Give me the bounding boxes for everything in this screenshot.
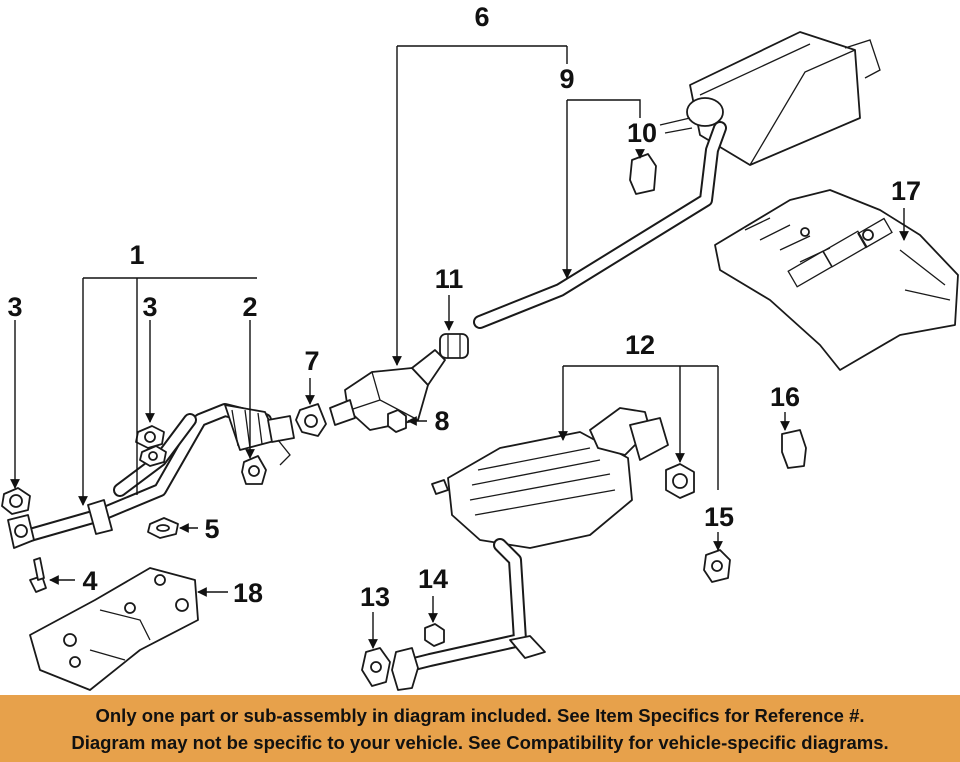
washer (147, 517, 179, 539)
nut (387, 409, 407, 433)
gasket-left (1, 487, 31, 515)
callout-4: 4 (82, 566, 97, 596)
flange-gasket (295, 403, 327, 437)
rear-muffler (659, 31, 881, 166)
disclaimer-banner: Only one part or sub-assembly in diagram… (0, 695, 960, 762)
hanger-bracket (629, 153, 657, 195)
callout-12: 12 (625, 330, 655, 360)
callout-10: 10 (627, 118, 657, 148)
callout-2: 2 (242, 292, 257, 322)
catalytic-converter (329, 349, 446, 431)
tail-pipe (391, 538, 546, 691)
callout-6: 6 (474, 2, 489, 32)
callout-15: 15 (704, 502, 734, 532)
hanger-insulator (703, 549, 731, 583)
tailpipe-gasket (361, 647, 391, 687)
pipe-clamp (439, 333, 469, 359)
bolt (29, 557, 47, 593)
callout-16: 16 (770, 382, 800, 412)
disclaimer-line-1: Only one part or sub-assembly in diagram… (95, 705, 865, 726)
callout-3-left: 3 (7, 292, 22, 322)
intermediate-pipe (473, 121, 727, 329)
callout-5: 5 (204, 514, 219, 544)
callout-13: 13 (360, 582, 390, 612)
leader-lines (10, 45, 909, 649)
exhaust-parts-diagram: 1 2 3 3 4 5 6 7 8 9 10 11 12 13 14 15 16… (1, 2, 959, 691)
callout-18: 18 (233, 578, 263, 608)
flange-nut (424, 623, 445, 647)
disclaimer-line-2: Diagram may not be specific to your vehi… (71, 732, 889, 753)
support-bracket (781, 429, 807, 469)
callout-7: 7 (304, 346, 319, 376)
callout-9: 9 (559, 64, 574, 94)
front-pipe (7, 403, 295, 549)
callout-8: 8 (434, 406, 449, 436)
callout-3-upper: 3 (142, 292, 157, 322)
rear-heat-shield (714, 189, 959, 371)
callout-17: 17 (891, 176, 921, 206)
gasket-upper (135, 425, 167, 467)
callout-1: 1 (129, 240, 144, 270)
muffler-assembly (431, 407, 669, 549)
front-heat-shield (29, 567, 199, 691)
hanger-front (241, 455, 267, 485)
rubber-hanger (665, 463, 695, 499)
callout-11: 11 (435, 264, 464, 294)
callout-14: 14 (418, 564, 448, 594)
